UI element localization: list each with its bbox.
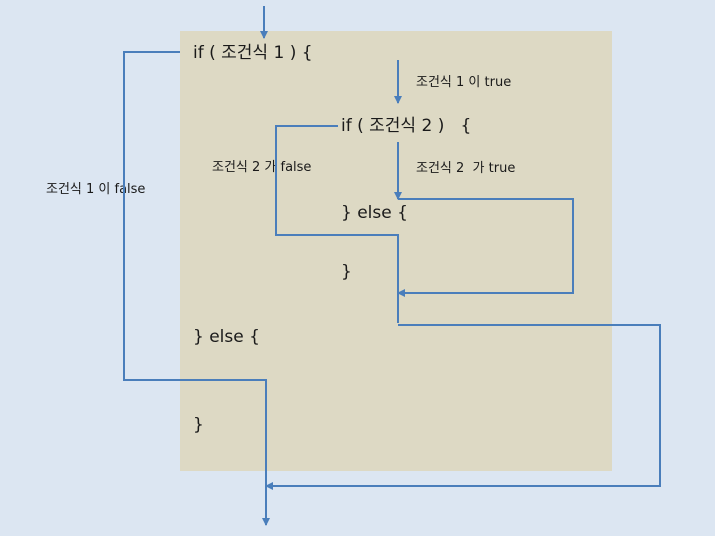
inner-close-brace: } bbox=[341, 262, 352, 282]
inner-if-line: if ( 조건식 2 ) { bbox=[341, 116, 472, 136]
outer-else-line: } else { bbox=[193, 327, 260, 347]
label-cond2-false: 조건식 2 가 false bbox=[212, 160, 312, 175]
cond1-false-path bbox=[123, 51, 270, 526]
label-cond2-true: 조건식 2 가 true bbox=[416, 161, 516, 176]
inner-true-loop bbox=[397, 198, 574, 297]
code-block-background bbox=[180, 31, 612, 471]
label-cond1-true: 조건식 1 이 true bbox=[416, 75, 512, 90]
inner-else-line: } else { bbox=[341, 203, 408, 223]
cond2-false-path bbox=[275, 125, 399, 323]
outer-close-brace: } bbox=[193, 415, 204, 435]
label-cond1-false: 조건식 1 이 false bbox=[46, 182, 146, 197]
outer-true-loop bbox=[265, 324, 661, 490]
outer-if-line: if ( 조건식 1 ) { bbox=[193, 43, 313, 63]
